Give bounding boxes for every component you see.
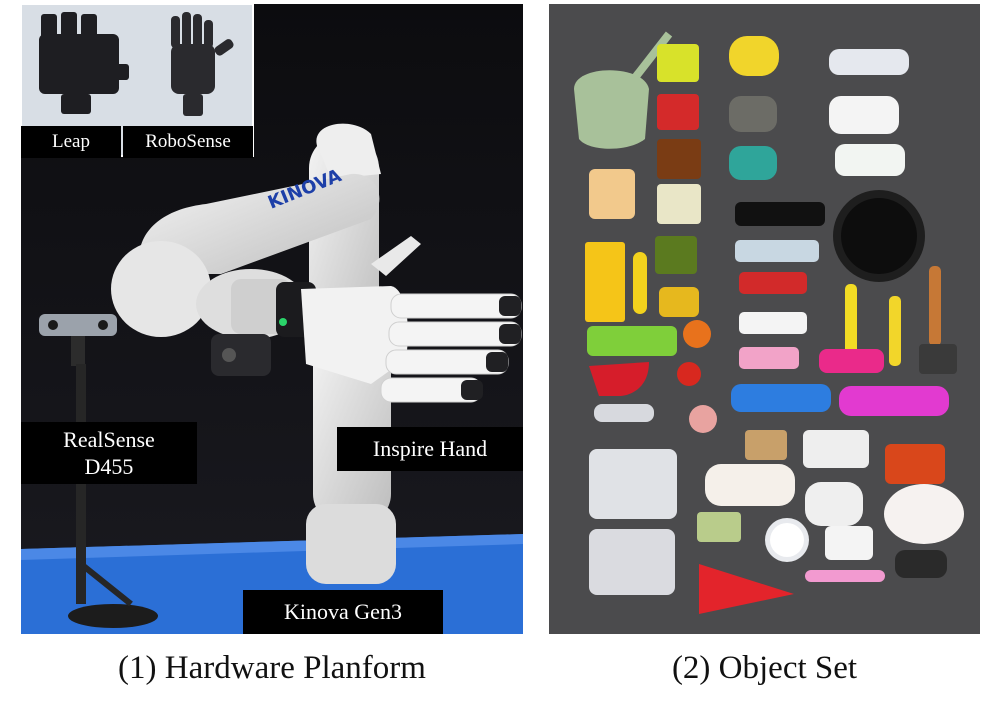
hardware-platform-photo: KINOVA [21,4,523,634]
hardware-caption: (1) Hardware Planform [118,650,426,686]
arm-forearm [139,173,380,274]
watering-can [574,31,673,149]
leap-hand-image [39,12,129,114]
hardware-scene: KINOVA [21,4,523,634]
realsense-camera [39,314,117,336]
robosense-label: RoboSense [123,126,253,158]
object-set-photo [549,4,980,634]
inspire-hand [301,286,408,384]
kinova-gen3-label: Kinova Gen3 [243,590,443,634]
leap-label: Leap [21,126,121,158]
robosense-hand-image [171,12,234,116]
object-set-caption: (2) Object Set [671,650,858,686]
measuring-jug [589,449,677,519]
realsense-label: RealSense D455 [21,422,197,484]
inspire-hand-label: Inspire Hand [337,427,523,471]
object-set-scene [549,4,980,634]
